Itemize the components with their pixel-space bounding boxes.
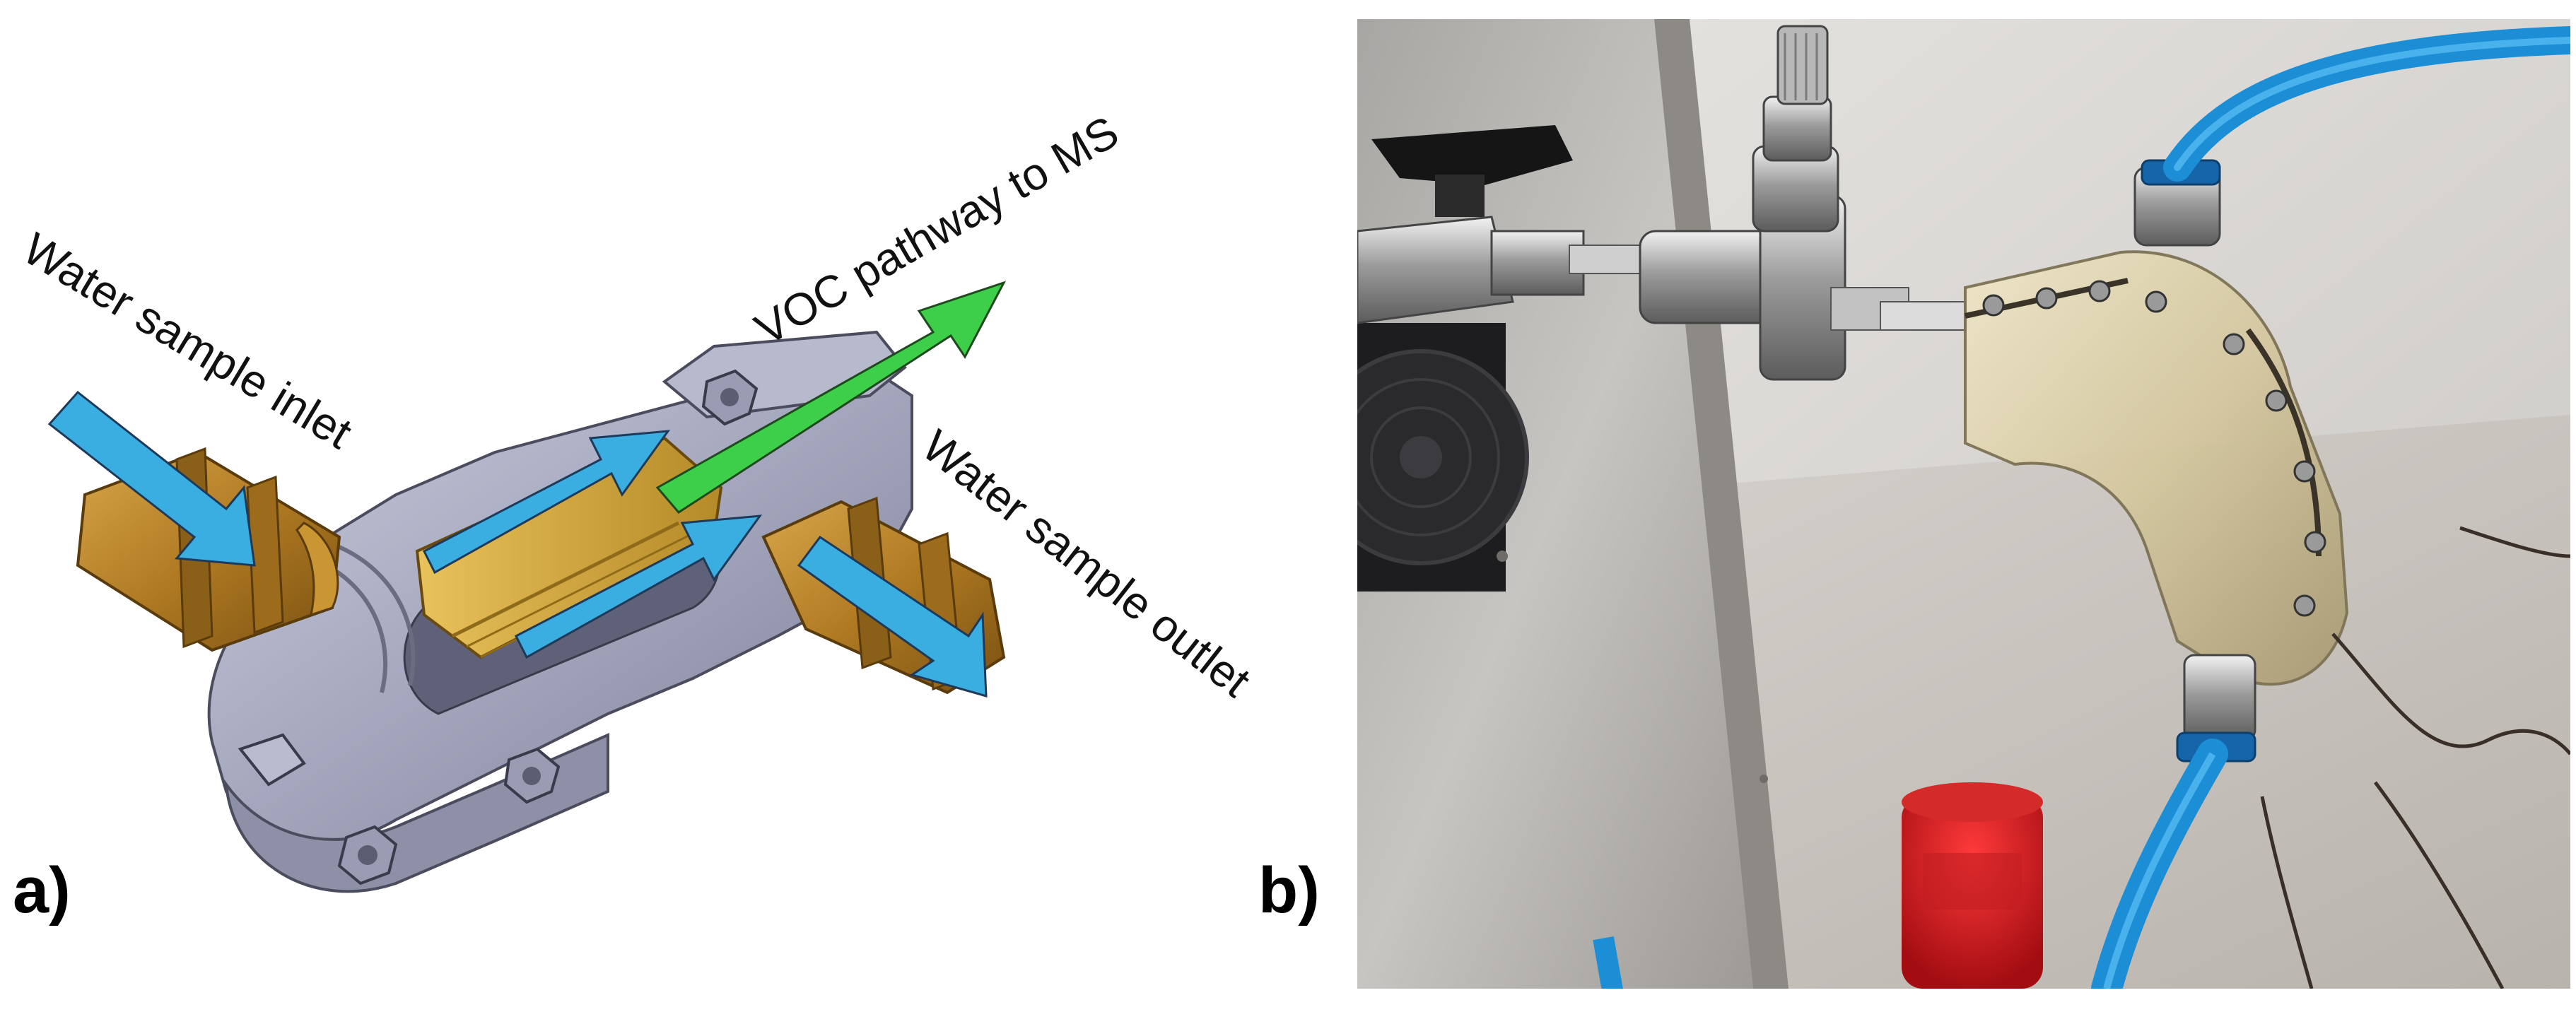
panel-a-label: a) (13, 854, 71, 926)
bolt-3 (701, 369, 759, 426)
red-pump (1902, 782, 2043, 989)
internal-flow-arrow-lower (514, 514, 763, 659)
housing-screws (1982, 280, 2326, 617)
internal-flow-arrow-upper (422, 430, 671, 575)
tee-fitting (1639, 25, 1966, 381)
bolt-1 (337, 825, 398, 885)
panel-b-label: b) (1258, 854, 1320, 926)
wires (2260, 526, 2570, 989)
outlet-flow-arrow (797, 535, 988, 698)
resin-membrane-housing (1964, 250, 2349, 686)
cad-section-drawing: Water sample inlet VOC pathway to MS Wat… (15, 106, 1260, 893)
valve-handle (1371, 125, 1573, 217)
bolt-2 (503, 747, 561, 804)
panel-b-photo (1357, 19, 2570, 989)
voc-pathway-arrow (655, 281, 1007, 514)
blue-tube (1593, 26, 2570, 989)
inlet-flow-arrow (47, 390, 256, 567)
photo-scene (1357, 19, 2570, 989)
panel-a-diagram: Water sample inlet VOC pathway to MS Wat… (15, 106, 1260, 893)
